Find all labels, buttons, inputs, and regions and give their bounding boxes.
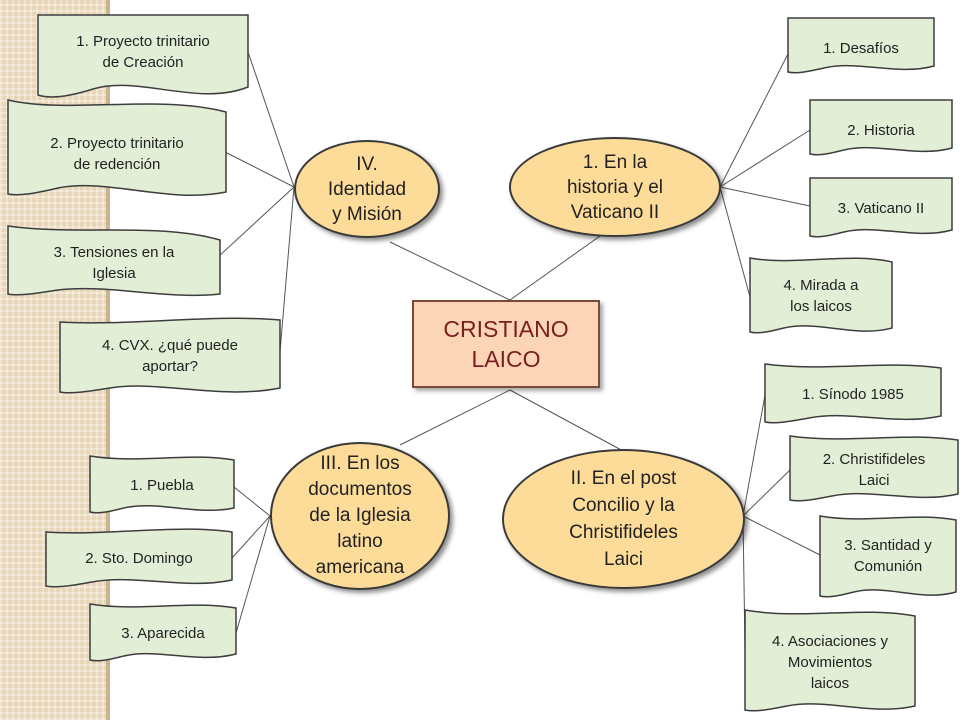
- leaf-line: 3. Vaticano II: [837, 199, 925, 217]
- leaf-line: 3. Santidad y: [844, 537, 932, 554]
- link-center-identidad: [389, 241, 511, 301]
- leaf-line: laicos: [810, 674, 850, 692]
- leaf-shape: [7, 99, 227, 196]
- leaf-line: Laici: [858, 472, 890, 489]
- leaf-line: aportar?: [142, 358, 198, 375]
- leaf-line: 4. CVX. ¿qué puede: [102, 337, 238, 354]
- link-santidad: [742, 515, 821, 556]
- leaf-shape: [789, 435, 959, 502]
- hub-text: americana: [315, 557, 405, 578]
- link-tensiones: [217, 186, 295, 258]
- leaf-mirada-laicos[interactable]: 4. Mirada a los laicos: [749, 257, 893, 336]
- hub-text: Laici: [603, 549, 644, 570]
- link-mirada: [719, 186, 751, 298]
- leaf-sinodo-1985[interactable]: 1. Sínodo 1985: [764, 363, 942, 424]
- hub-text: Identidad: [327, 178, 407, 200]
- link-historia: [719, 129, 811, 188]
- leaf-line: Comunión: [853, 558, 923, 575]
- hub-text: de la Iglesia: [309, 505, 411, 526]
- hub-text: Vaticano II: [570, 201, 660, 223]
- leaf-line: 2. Historia: [847, 121, 915, 139]
- leaf-line: 2. Proyecto trinitario: [50, 135, 184, 152]
- leaf-vaticano-ii[interactable]: 3. Vaticano II: [809, 177, 953, 238]
- hub-text: Christifideles: [569, 522, 678, 543]
- link-redencion: [224, 151, 295, 188]
- leaf-line: 1. Puebla: [130, 476, 194, 494]
- hub-text: IV.: [356, 153, 378, 175]
- hub-identidad-mision[interactable]: IV. Identidad y Misión: [294, 140, 440, 238]
- leaf-shape: [787, 17, 935, 74]
- leaf-shape: [59, 317, 281, 394]
- leaf-proyecto-redencion[interactable]: 2. Proyecto trinitario de redención: [7, 99, 227, 200]
- hub-text: historia y el: [566, 176, 664, 198]
- leaf-shape: [89, 455, 235, 514]
- leaf-line: 3. Tensiones en la: [53, 244, 175, 261]
- link-creacion: [247, 51, 295, 188]
- leaf-line: 2. Christifideles: [822, 451, 926, 468]
- leaf-shape: [819, 515, 957, 598]
- leaf-shape: [45, 528, 233, 588]
- leaf-aparecida[interactable]: 3. Aparecida: [89, 603, 237, 662]
- link-desafios: [719, 49, 791, 188]
- link-christifideles: [742, 469, 791, 517]
- link-domingo: [231, 515, 271, 559]
- link-center-historia: [509, 235, 601, 301]
- central-node-line2: LAICO: [471, 346, 541, 372]
- leaf-line: los laicos: [790, 298, 852, 315]
- leaf-line: 3. Aparecida: [121, 624, 205, 642]
- leaf-shape: [89, 603, 237, 662]
- hub-postconcilio-christifideles[interactable]: II. En el post Concilio y la Christifide…: [502, 449, 745, 589]
- leaf-line: 4. Asociaciones y: [772, 632, 888, 650]
- leaf-shape: [764, 363, 942, 424]
- leaf-historia[interactable]: 2. Historia: [809, 99, 953, 156]
- leaf-line: 1. Sínodo 1985: [802, 385, 904, 403]
- leaf-shape: [749, 257, 893, 334]
- leaf-line: Movimientos: [787, 653, 873, 671]
- hub-text: latino: [337, 531, 383, 552]
- leaf-proyecto-creacion[interactable]: 1. Proyecto trinitario de Creación: [37, 14, 249, 103]
- link-center-postconcilio: [509, 389, 626, 453]
- leaf-shape: [7, 225, 221, 297]
- hub-documentos-latinoamericana[interactable]: III. En los documentos de la Iglesia lat…: [270, 442, 450, 590]
- leaf-cvx-aportar[interactable]: 4. CVX. ¿qué puede aportar?: [59, 317, 281, 396]
- leaf-line: de Creación: [102, 54, 184, 71]
- leaf-line: de redención: [73, 156, 161, 173]
- link-sinodo: [742, 394, 766, 517]
- hub-text: y Misión: [332, 203, 402, 225]
- leaf-shape: [809, 99, 953, 156]
- leaf-christifideles-laici[interactable]: 2. Christifideles Laici: [789, 435, 959, 502]
- leaf-asociaciones-movimientos[interactable]: 4. Asociaciones y Movimientos laicos: [744, 609, 916, 714]
- leaf-line: 2. Sto. Domingo: [85, 549, 193, 567]
- central-node-line1: CRISTIANO: [443, 316, 569, 342]
- hub-text: Concilio y la: [572, 495, 675, 516]
- link-vaticano: [719, 186, 811, 207]
- link-aparecida: [235, 515, 271, 634]
- link-center-documentos: [399, 389, 511, 446]
- link-puebla: [233, 486, 271, 517]
- leaf-shape: [809, 177, 953, 238]
- hub-text: III. En los: [320, 453, 400, 474]
- link-cvx: [279, 186, 295, 353]
- leaf-desafios[interactable]: 1. Desafíos: [787, 17, 935, 74]
- leaf-line: 4. Mirada a: [783, 277, 859, 294]
- central-node[interactable]: CRISTIANO LAICO: [412, 300, 600, 388]
- leaf-shape: [37, 14, 249, 98]
- hub-historia-vaticano[interactable]: 1. En la historia y el Vaticano II: [509, 137, 721, 237]
- hub-text: II. En el post: [570, 468, 677, 489]
- leaf-santo-domingo[interactable]: 2. Sto. Domingo: [45, 528, 233, 588]
- hub-text: documentos: [308, 479, 412, 500]
- leaf-line: 1. Proyecto trinitario: [76, 33, 210, 50]
- leaf-line: 1. Desafíos: [823, 39, 899, 57]
- hub-text: 1. En la: [582, 151, 648, 173]
- leaf-tensiones-iglesia[interactable]: 3. Tensiones en la Iglesia: [7, 225, 221, 298]
- leaf-line: Iglesia: [92, 265, 136, 282]
- leaf-puebla[interactable]: 1. Puebla: [89, 455, 235, 514]
- leaf-shape: [744, 609, 916, 712]
- leaf-santidad-comunion[interactable]: 3. Santidad y Comunión: [819, 515, 957, 600]
